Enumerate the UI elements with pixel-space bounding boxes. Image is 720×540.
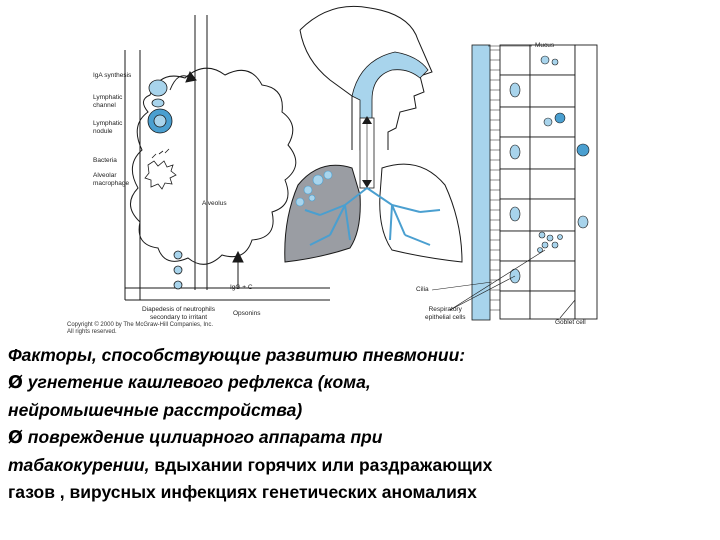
label-alveolus: Alveolus [202, 200, 227, 207]
head-outline [299, 5, 433, 150]
label-respiratory-epithelial-cells: Respiratory epithelial cells [425, 306, 466, 321]
heading: Факторы, способствующие развитию пневмон… [8, 345, 466, 365]
right-lung [379, 163, 463, 263]
bullet-item-2-line-1: Ø повреждение цилиарного аппарата при [8, 427, 383, 448]
iga-cell [148, 79, 168, 97]
bullet-item-2-line-3: газов , вирусных инфекциях генетических … [8, 482, 477, 502]
label-alveolar-macrophage: Alveolar macrophage [93, 172, 130, 187]
alveolus-panel [124, 15, 330, 301]
alveolus-outline [130, 67, 297, 265]
epithelium-panel [431, 44, 598, 321]
label-igg-c: IgG + C [230, 284, 253, 291]
label-bacteria: Bacteria [93, 157, 117, 164]
bullet-item-1-line-1: Ø угнетение кашлевого рефлекса (кома, [8, 372, 371, 393]
lymphatic-channel-cell [151, 98, 165, 108]
bullet-item-2-line-2: табакокурении, вдыхании горячих или разд… [8, 455, 493, 475]
text-block: Факторы, способствующие развитию пневмон… [8, 342, 712, 506]
bronchi [304, 187, 441, 246]
label-mucus: Mucus [535, 42, 555, 49]
lymph-cells [147, 79, 183, 290]
pneumonia-defense-diagram [124, 5, 598, 321]
label-lymphatic-nodule: Lymphatic nodule [93, 120, 123, 135]
bullet-icon: Ø [8, 428, 23, 448]
label-cilia: Cilia [416, 286, 429, 293]
label-diapedesis: Diapedesis of neutrophils secondary to i… [142, 306, 215, 321]
label-lymphatic-channel: Lymphatic channel [93, 94, 123, 109]
label-opsonins: Opsonins [233, 310, 261, 317]
copyright-notice: Copyright © 2000 by The McGraw-Hill Comp… [67, 322, 214, 335]
macrophage [144, 148, 177, 190]
bullet-item-1-line-2: нейромышечные расстройства) [8, 400, 303, 420]
label-iga-synthesis: IgA synthesis [93, 72, 132, 79]
mucus-layer [471, 44, 491, 321]
label-goblet-cell: Goblet cell [555, 319, 586, 326]
bullet-icon: Ø [8, 373, 23, 393]
lungs-panel [284, 5, 463, 263]
